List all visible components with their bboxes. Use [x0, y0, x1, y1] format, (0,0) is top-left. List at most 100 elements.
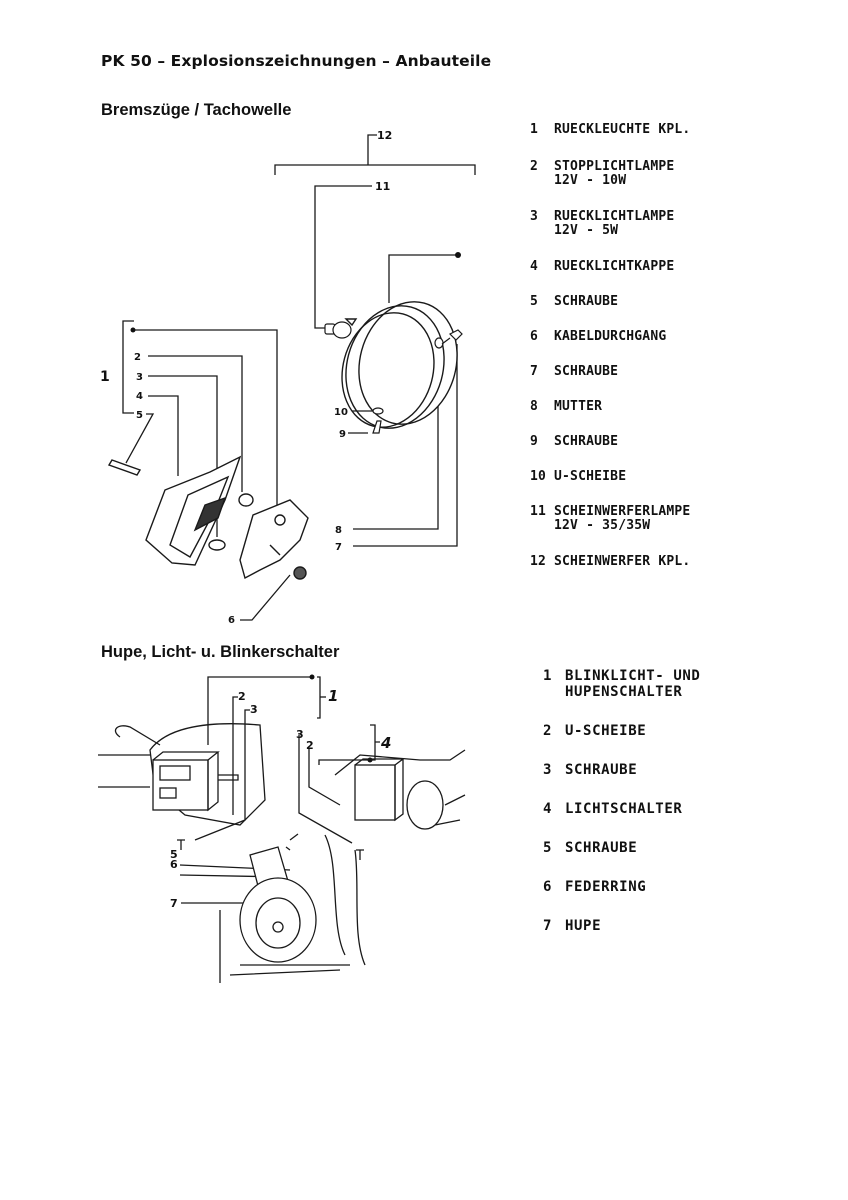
- part-number: 6: [543, 879, 553, 895]
- callout-9: 9: [339, 429, 346, 440]
- part-description-line: BLINKLICHT- UND: [565, 668, 701, 684]
- leader-line-3-left: [194, 709, 250, 841]
- part-list-item: 5 SCHRAUBE: [530, 295, 690, 309]
- part-description-line: SCHRAUBE: [565, 762, 638, 778]
- leader-dot: [309, 674, 315, 680]
- part-list-item: 5 SCHRAUBE: [543, 840, 700, 856]
- page-title: PK 50 – Explosionszeichnungen – Anbautei…: [101, 52, 492, 70]
- section-title-hupe: Hupe, Licht- u. Blinkerschalter: [101, 643, 340, 661]
- section-title-bremszuege: Bremszüge / Tachowelle: [101, 101, 292, 119]
- callout-5: 5: [136, 410, 143, 421]
- part-number: 3: [543, 762, 553, 778]
- right-handlebar-drawing: [324, 749, 466, 966]
- leader-line-8: [353, 350, 439, 530]
- part-description-line: 12V - 35/35W: [554, 518, 651, 533]
- part-description: HUPE: [565, 918, 601, 934]
- callout-6: 6: [170, 858, 178, 871]
- part-description-line: SCHRAUBE: [554, 434, 619, 449]
- part-description: MUTTER: [554, 400, 602, 414]
- callout-2-left: 2: [238, 690, 246, 703]
- part-list-item: 3 SCHRAUBE: [543, 762, 700, 778]
- part-description-line: U-SCHEIBE: [554, 469, 627, 484]
- leader-line-1: [207, 676, 312, 745]
- part-description-line: HUPE: [565, 918, 602, 934]
- part-description-line: SCHEINWERFERLAMPE: [554, 504, 691, 519]
- leader-dot: [130, 327, 136, 333]
- leader-line-headlamp: [388, 254, 458, 303]
- callout-6: 6: [228, 615, 235, 626]
- part-description-line: FEDERRING: [565, 879, 647, 895]
- part-number: 6: [530, 329, 539, 344]
- leader-line-11: [314, 185, 372, 329]
- part-description-line: STOPPLICHTLAMPE: [554, 159, 675, 174]
- callout-8: 8: [335, 525, 342, 536]
- part-number: 1: [530, 122, 539, 137]
- leader-line-5: [125, 413, 155, 464]
- part-description-line: HUPENSCHALTER: [565, 684, 683, 700]
- callout-1: 1: [100, 369, 110, 385]
- nut-8-drawing: [434, 337, 444, 349]
- part-list-item: 1 RUECKLEUCHTE KPL.: [530, 123, 690, 137]
- callout-1: 1: [328, 687, 338, 705]
- washer-10-drawing: [372, 407, 384, 415]
- part-description-line: RUECKLICHTKAPPE: [554, 259, 675, 274]
- leader-line-3-right: [298, 735, 353, 844]
- callout-2-right: 2: [306, 739, 314, 752]
- part-description-line: SCHRAUBE: [554, 364, 619, 379]
- screw-9-drawing: [372, 420, 382, 434]
- leader-line-6: [240, 574, 291, 621]
- part-number: 7: [530, 364, 539, 379]
- part-description: SCHRAUBE: [554, 295, 618, 309]
- screw-7-drawing: [441, 329, 463, 345]
- part-list-item: 2 U-SCHEIBE: [543, 723, 700, 739]
- callout-7: 7: [335, 542, 342, 553]
- exploded-diagram-switches: 1 2 3 3 2 4 5 6 7: [98, 674, 466, 983]
- brace-1: [122, 320, 134, 414]
- part-description: U-SCHEIBE: [554, 470, 626, 484]
- horn-drawing: [219, 833, 350, 983]
- part-description: U-SCHEIBE: [565, 723, 646, 739]
- part-number: 11: [530, 504, 547, 519]
- part-description-line: 12V - 10W: [554, 173, 627, 188]
- part-description-line: MUTTER: [554, 399, 603, 414]
- callout-3-right: 3: [296, 728, 304, 741]
- leader-line-1: [133, 329, 278, 505]
- part-description: RUECKLEUCHTE KPL.: [554, 123, 690, 137]
- part-number: 12: [530, 554, 547, 569]
- part-list-item: 12 SCHEINWERFER KPL.: [530, 555, 690, 569]
- part-number: 2: [543, 723, 553, 739]
- leader-line-2-right: [308, 748, 341, 806]
- part-description-line: SCHRAUBE: [565, 840, 638, 856]
- part-list-item: 7 SCHRAUBE: [530, 365, 690, 379]
- leader-line-12: [274, 164, 476, 175]
- part-number: 5: [530, 294, 539, 309]
- part-number: 3: [530, 209, 539, 224]
- part-description-line: SCHEINWERFER KPL.: [554, 554, 691, 569]
- part-number: 2: [530, 159, 539, 174]
- callout-12: 12: [377, 129, 392, 142]
- callout-4: 4: [380, 734, 391, 752]
- part-number: 1: [543, 668, 553, 684]
- part-description: FEDERRING: [565, 879, 646, 895]
- part-number: 7: [543, 918, 553, 934]
- callout-2: 2: [134, 352, 141, 363]
- leader-line-2-left: [232, 696, 238, 815]
- callout-4: 4: [136, 391, 143, 402]
- callout-5: 5: [170, 848, 178, 861]
- headlamp-drawing: [341, 301, 458, 429]
- part-number: 5: [543, 840, 553, 856]
- part-description: SCHRAUBE: [565, 762, 637, 778]
- part-description-line: SCHRAUBE: [554, 294, 619, 309]
- leader-line-4: [148, 395, 179, 476]
